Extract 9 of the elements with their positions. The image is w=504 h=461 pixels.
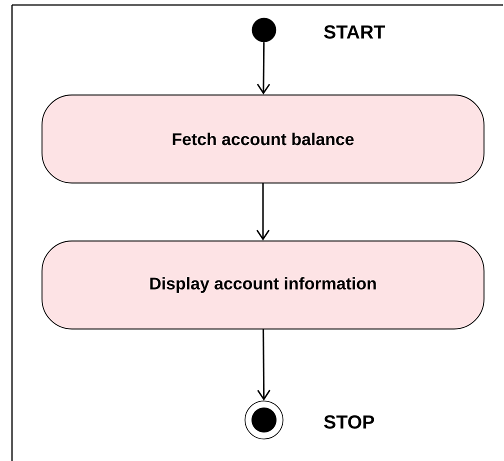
node-caption: START [324, 25, 385, 39]
end-bullseye [244, 400, 284, 440]
arrow [257, 329, 270, 401]
start-dot [252, 18, 276, 42]
activity-box: Fetch account balance [42, 94, 484, 184]
node-caption: STOP [324, 415, 374, 429]
activity-box: Display account information [42, 240, 484, 330]
arrow [256, 183, 270, 241]
arrow [256, 42, 270, 95]
